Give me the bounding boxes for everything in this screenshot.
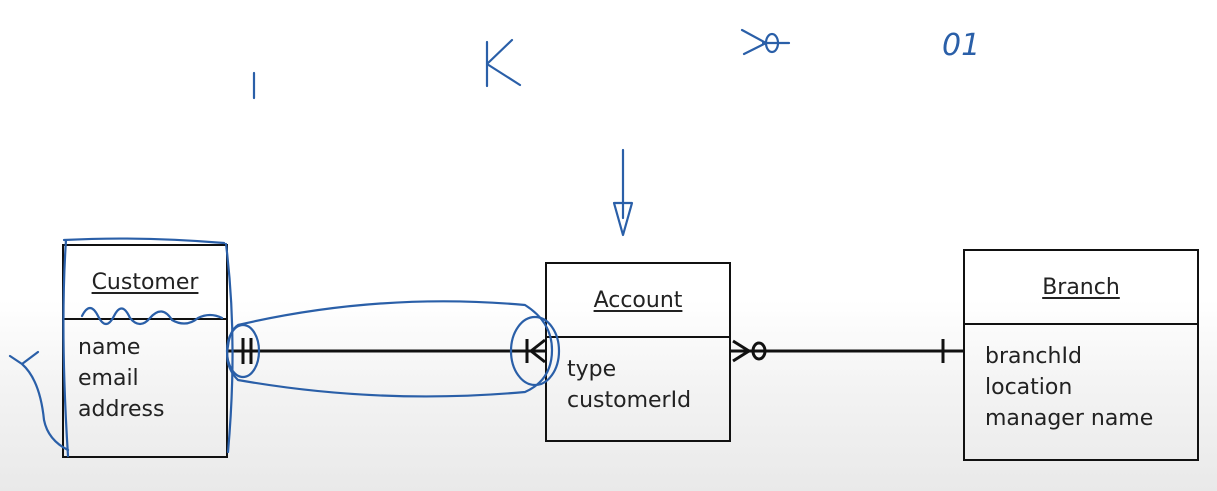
attribute-location: location: [985, 375, 1073, 400]
attribute-type: type: [567, 357, 617, 382]
entity-customer-title: Customer: [64, 246, 226, 320]
entity-account: Account type customerId: [545, 262, 731, 442]
attribute-customerid: customerId: [567, 388, 692, 413]
sketch-arrow: [612, 148, 634, 237]
entity-branch-title: Branch: [965, 251, 1197, 325]
attribute-manager-name: manager name: [985, 406, 1154, 431]
relationship-customer-account: [228, 338, 546, 364]
scribble-relationship-loop: [226, 300, 554, 398]
entity-account-title: Account: [547, 264, 729, 338]
entity-account-attributes: type customerId: [547, 338, 729, 416]
scribble-circle-left: [225, 323, 261, 379]
attribute-email: email: [78, 366, 139, 391]
attribute-address: address: [78, 397, 165, 422]
scribble-circle-right: [509, 315, 561, 387]
scribble-customer-key: [80, 306, 224, 326]
handwritten-annotations: [8, 28, 791, 458]
entity-branch: Branch branchId location manager name: [963, 249, 1199, 461]
handwritten-note-01: 01: [942, 28, 980, 63]
attribute-name: name: [78, 335, 141, 360]
attribute-branchid: branchId: [985, 344, 1082, 369]
scribble-left-mark: [8, 350, 70, 452]
entity-customer-attributes: name email address: [64, 320, 226, 425]
scribble-customer-box: [62, 237, 234, 458]
relationship-account-branch: [731, 339, 963, 363]
sketch-crows-foot-bar: [485, 38, 522, 88]
entity-branch-attributes: branchId location manager name: [965, 325, 1197, 434]
